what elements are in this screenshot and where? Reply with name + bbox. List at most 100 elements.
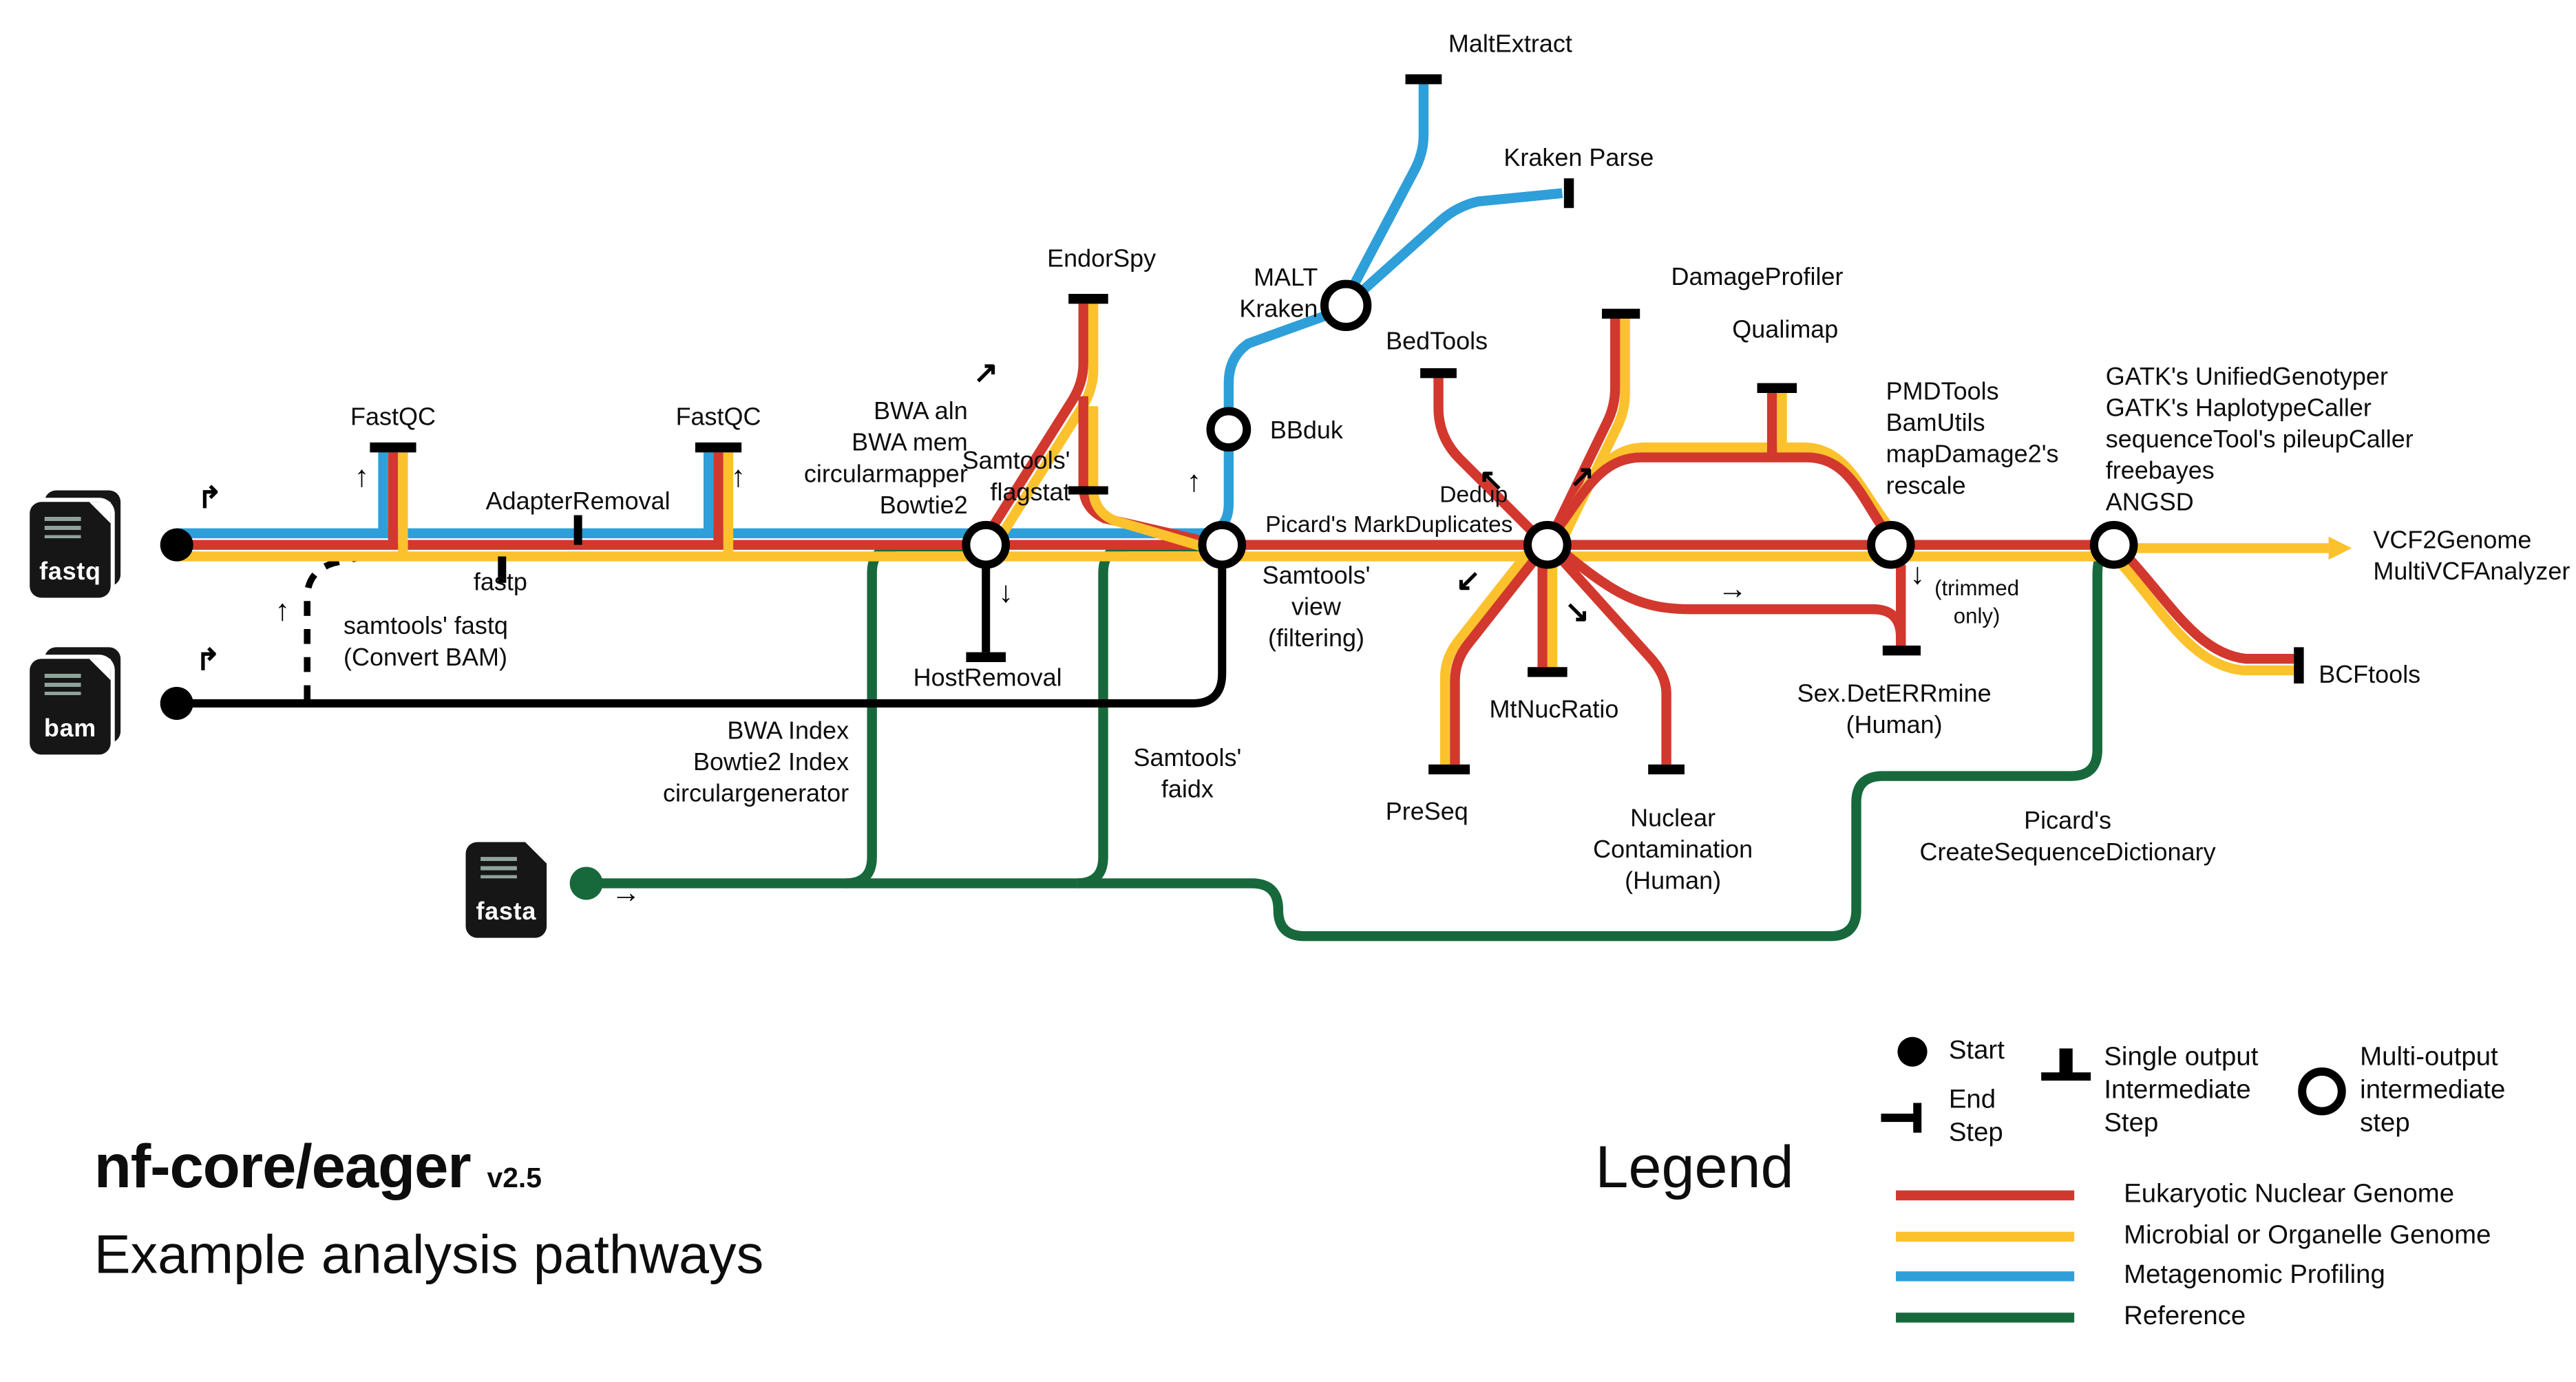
node-bbduk xyxy=(1206,407,1252,452)
label-kraken-parse: Kraken Parse xyxy=(1503,144,1654,173)
node-genotyping xyxy=(2089,520,2138,569)
flow-arrow-icon: ↓ xyxy=(1910,557,1925,591)
label-bbduk: BBduk xyxy=(1269,416,1343,445)
label-sexdeterrmine: Sex.DetERRmine (Human) xyxy=(1797,680,1992,740)
flow-arrow-icon: ↱ xyxy=(197,481,222,515)
nodes xyxy=(962,279,2138,569)
line-convert-bam-dashed xyxy=(304,555,358,701)
flow-arrow-icon: ↱ xyxy=(196,643,221,677)
line-bedtools xyxy=(1433,378,1540,539)
label-samtools-fastq: samtools' fastq (Convert BAM) xyxy=(343,613,508,672)
app-version: v2.5 xyxy=(487,1162,542,1194)
app-name: nf-core/eager xyxy=(94,1132,472,1201)
line-bam-to-filtering xyxy=(176,568,1227,708)
label-dedup: Dedup xyxy=(1439,480,1508,507)
legend-line-label-red: Eukaryotic Nuclear Genome xyxy=(2124,1180,2455,1209)
fastq-front-sheet: fastq xyxy=(30,502,111,598)
line-flagstat-red xyxy=(1078,396,1201,545)
label-index-tools: BWA Index Bowtie2 Index circulargenerato… xyxy=(663,717,849,809)
legend-line-label-blue: Metagenomic Profiling xyxy=(2124,1261,2385,1290)
label-mtnucratio: MtNucRatio xyxy=(1489,696,1619,724)
legend-symbols xyxy=(1881,1036,2346,1323)
legend-endstep-label: End Step xyxy=(1948,1086,2003,1148)
label-samtools-view: Samtools' view (filtering) xyxy=(1262,562,1371,653)
flow-arrow-icon: ↗ xyxy=(973,355,999,389)
bam-front-sheet: bam xyxy=(30,659,111,755)
label-samtools-flagstat: Samtools' flagstat xyxy=(962,447,1070,507)
line-bcftools-yellow xyxy=(2117,560,2294,676)
fasta-front-sheet: fasta xyxy=(465,842,547,938)
line-preseq-yellow xyxy=(1439,550,1532,765)
bam-file-label: bam xyxy=(43,714,97,743)
legend-start-label: Start xyxy=(1948,1036,2005,1065)
label-adapterremoval: AdapterRemoval xyxy=(485,487,671,516)
line-damageprofiler-yellow xyxy=(1559,319,1630,539)
line-dictionary-to-genotyping xyxy=(1077,541,2115,942)
label-fastqc-2: FastQC xyxy=(675,403,761,432)
flow-arrow-icon: → xyxy=(1717,572,1748,606)
flow-arrow-icon: ↑ xyxy=(354,460,370,493)
start-dot-bam xyxy=(160,686,193,720)
page-subtitle: Example analysis pathways xyxy=(94,1223,764,1285)
vcf-arrowhead-icon xyxy=(2328,536,2352,560)
flow-arrow-icon: ↖ xyxy=(1479,463,1504,496)
legend-single-output-label: Single output Intermediate Step xyxy=(2104,1043,2259,1138)
label-preseq: PreSeq xyxy=(1385,798,1468,827)
flow-arrow-icon: ↙ xyxy=(1455,564,1481,597)
label-mappers: BWA aln BWA mem circularmapper Bowtie2 xyxy=(803,397,968,520)
line-krakenparse xyxy=(1357,188,1563,296)
line-maltextract xyxy=(1347,82,1429,293)
document-lines-icon xyxy=(481,857,517,879)
label-vcf-tools: VCF2Genome MultiVCFAnalyzer xyxy=(2373,527,2570,586)
node-malt-kraken xyxy=(1320,279,1372,331)
legend-line-label-green: Reference xyxy=(2124,1302,2246,1331)
fasta-file-icon: fasta xyxy=(465,831,562,939)
label-trimmed-only: (trimmed only) xyxy=(1934,575,2020,628)
legend-start-icon xyxy=(1897,1036,1928,1067)
start-dots xyxy=(160,528,603,900)
line-bridge-red xyxy=(1550,452,1889,537)
line-nuclear-contamination xyxy=(1555,553,1671,765)
label-samtools-faidx: Samtools' faidx xyxy=(1133,744,1242,805)
start-dot-fasta xyxy=(569,867,603,900)
node-mapping xyxy=(962,520,1010,569)
legend-multi-output-icon xyxy=(2298,1067,2346,1116)
label-nuclear-contamination: Nuclear Contamination (Human) xyxy=(1593,805,1753,896)
label-fastp: fastp xyxy=(473,568,527,597)
fasta-file-label: fasta xyxy=(476,898,537,926)
node-samtools-view xyxy=(1198,520,1247,569)
bam-file-icon: bam xyxy=(30,647,125,756)
document-lines-icon xyxy=(44,516,81,539)
label-malt-kraken: MALT Kraken xyxy=(1239,264,1318,324)
flow-arrow-icon: ↑ xyxy=(730,460,746,493)
flow-arrow-icon: ↑ xyxy=(1186,465,1202,498)
flow-arrow-icon: → xyxy=(611,875,641,909)
page-title: nf-core/eager v2.5 xyxy=(94,1133,542,1202)
label-picard-csd: Picard's CreateSequenceDictionary xyxy=(1919,807,2216,867)
line-index-to-mappers xyxy=(845,541,978,889)
label-qualimap: Qualimap xyxy=(1732,316,1839,345)
bam-lines xyxy=(176,555,1227,708)
legend-line-label-yellow: Microbial or Organelle Genome xyxy=(2124,1222,2491,1251)
line-endorspy-red xyxy=(983,304,1088,538)
flow-arrow-icon: ↗ xyxy=(1570,460,1595,493)
start-dot-fastq xyxy=(160,528,193,562)
label-hostremoval: HostRemoval xyxy=(913,664,1062,693)
label-fastqc-1: FastQC xyxy=(350,403,436,432)
line-bcftools-red xyxy=(2122,551,2294,664)
flow-arrow-icon: ↘ xyxy=(1564,595,1590,628)
label-damageprofiler: DamageProfiler xyxy=(1671,263,1844,292)
label-endorspy: EndorSpy xyxy=(1047,245,1157,273)
node-deduplication xyxy=(1523,520,1572,569)
end-caps xyxy=(370,74,2304,775)
node-damage-manipulation xyxy=(1867,520,1915,569)
label-genotypers-block: GATK's UnifiedGenotyper GATK's Haplotype… xyxy=(2105,363,2414,518)
label-bcftools: BCFtools xyxy=(2319,661,2421,690)
legend-heading: Legend xyxy=(1595,1132,1794,1201)
label-bedtools: BedTools xyxy=(1386,328,1488,356)
label-pmdtools-block: PMDTools BamUtils mapDamage2's rescale xyxy=(1886,378,2059,501)
label-maltextract: MaltExtract xyxy=(1448,30,1572,59)
fastq-file-icon: fastq xyxy=(30,490,125,599)
